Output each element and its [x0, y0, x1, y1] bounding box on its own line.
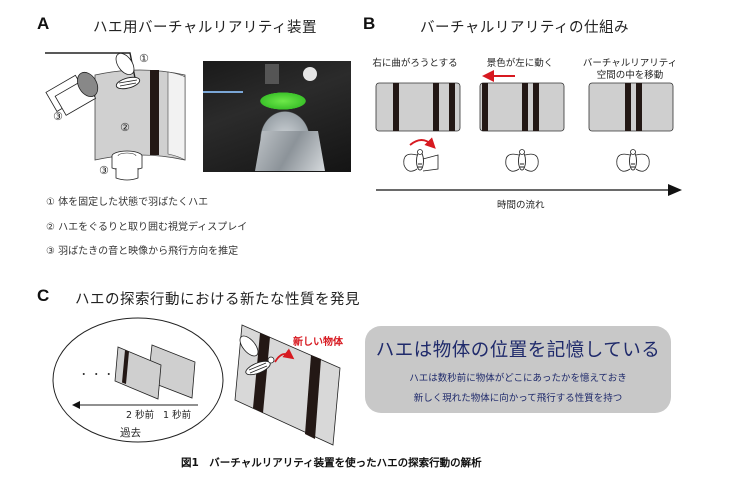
marker-3-camera: ③ [53, 110, 63, 123]
step-3-label-line1: バーチャルリアリティ [582, 58, 678, 69]
screen-step-1 [375, 82, 461, 132]
time-label-2s: 2 秒前 [126, 410, 155, 421]
marker-1: ① [139, 52, 149, 65]
figure-caption: 図1 バーチャルリアリティ装置を使ったハエの探索行動の解析 [181, 457, 482, 469]
legend-item-1: ① 体を固定した状態で羽ばたくハエ [46, 197, 209, 208]
marker-3-microphone: ③ [99, 164, 109, 177]
new-object-diagram [234, 324, 341, 446]
photo-detail [203, 91, 243, 93]
conclusion-callout: ハエは物体の位置を記憶している ハエは数秒前に物体がどこにあったかを憶えておき … [365, 326, 671, 413]
fly-top-view-1 [403, 149, 439, 172]
timeline-label: 時間の流れ [497, 200, 545, 211]
microphone [111, 150, 143, 181]
step-1-label: 右に曲がろうとする [372, 58, 458, 69]
ellipsis-dots: ・・・ [79, 370, 117, 381]
panel-c-letter: C [37, 286, 50, 305]
panel-c-title: ハエの探索行動における新たな性質を発見 [75, 292, 360, 308]
turn-right-arrow [409, 137, 436, 149]
callout-line-1: ハエは数秒前に物体がどこにあったかを憶えておき [409, 373, 627, 384]
vr-apparatus-photo [203, 61, 351, 172]
turn-to-new-object-arrow [274, 348, 295, 363]
fly-top-view-2 [505, 149, 539, 172]
step-3-label-line2: 空間の中を移動 [596, 70, 664, 81]
panel-b-letter: B [363, 14, 376, 33]
step-2-label: 景色が左に動く [486, 58, 554, 69]
screen-step-2 [479, 82, 565, 132]
marker-2: ② [120, 121, 130, 134]
panel-b-title: バーチャルリアリティの仕組み [420, 20, 629, 36]
new-object-label: 新しい物体 [293, 337, 343, 348]
photo-detail [265, 64, 279, 84]
legend-item-3: ③ 羽ばたきの音と映像から飛行方向を推定 [46, 246, 239, 257]
callout-title: ハエは物体の位置を記憶している [375, 340, 661, 361]
time-label-1s: 1 秒前 [163, 410, 192, 421]
fly-wing-c [239, 335, 259, 357]
camera [45, 71, 99, 116]
photo-detail [303, 67, 317, 81]
display-stripe [150, 70, 159, 155]
legend-item-2: ② ハエをぐるりと取り囲む視覚ディスプレイ [46, 222, 248, 233]
past-label: 過去 [120, 427, 141, 439]
panel-a-title: ハエ用バーチャルリアリティ装置 [93, 20, 317, 36]
known-stripe [253, 333, 270, 413]
fly-wing [115, 52, 135, 76]
vr-apparatus-diagram [45, 52, 186, 181]
new-object-stripe [305, 355, 321, 439]
photo-foil [255, 131, 325, 171]
timeline-arrowhead [668, 184, 682, 196]
memory-diagram [52, 317, 224, 443]
callout-line-2: 新しく現れた物体に向かって飛行する性質を持つ [413, 393, 623, 404]
vr-mechanism-diagram [375, 70, 682, 196]
panel-a-letter: A [37, 14, 50, 33]
fly-top-view-3 [616, 149, 650, 172]
screen-step-3 [588, 82, 674, 132]
